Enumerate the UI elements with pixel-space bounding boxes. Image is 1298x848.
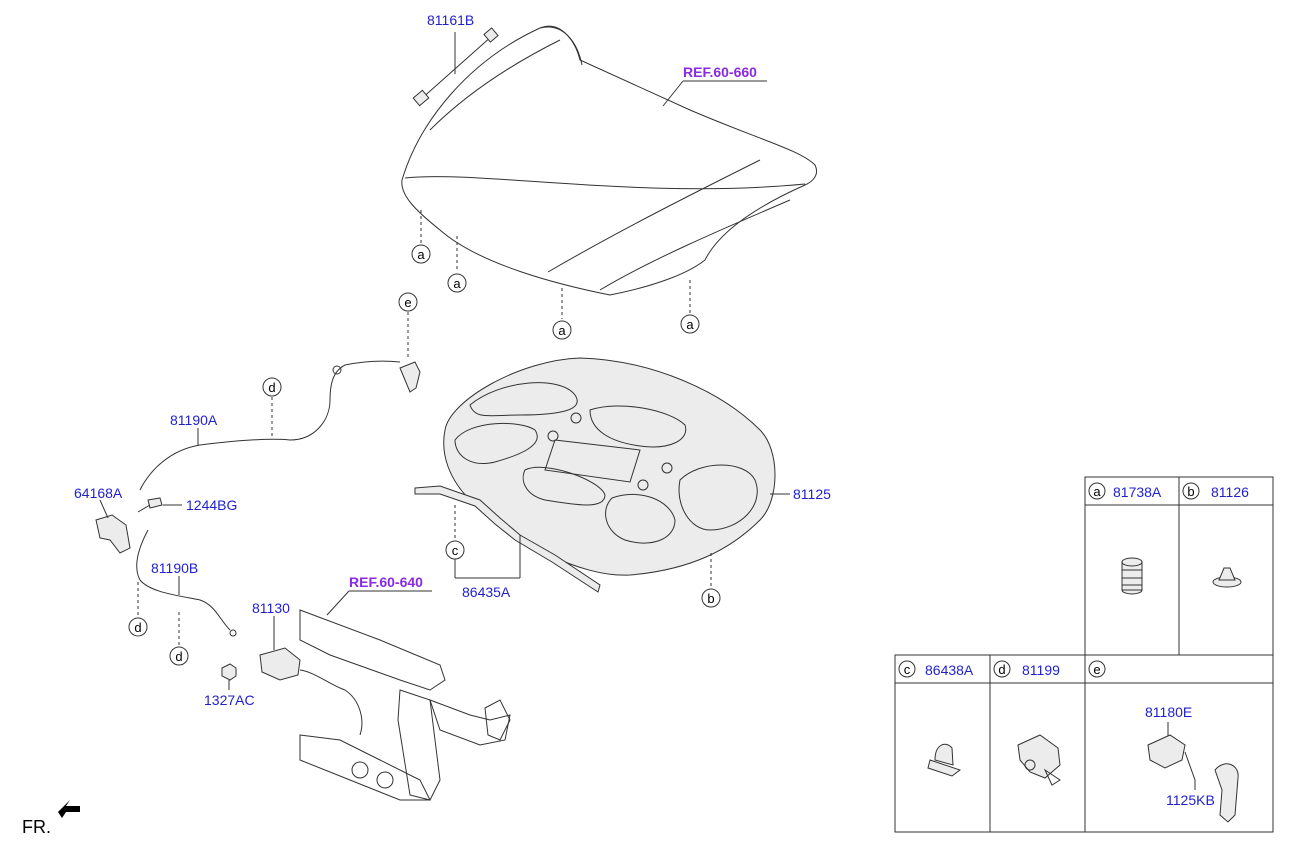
part-64168A-label[interactable]: 64168A — [74, 485, 123, 501]
svg-text:e: e — [1093, 662, 1100, 677]
callout-d-2: d — [128, 617, 148, 637]
svg-text:d: d — [998, 662, 1005, 677]
svg-text:d: d — [175, 649, 182, 664]
svg-text:c: c — [452, 543, 459, 558]
part-86435A-label[interactable]: 86435A — [462, 584, 511, 600]
legend-cell-c: c 86438A — [898, 660, 974, 777]
clip-icon — [1212, 567, 1242, 588]
callout-d-1: d — [262, 377, 282, 397]
callout-e-1: e — [398, 292, 418, 312]
release-cable-front — [139, 360, 401, 491]
cable-clip-icon — [1017, 734, 1061, 786]
svg-text:b: b — [1187, 484, 1194, 499]
callout-b-1: b — [701, 588, 721, 608]
legend-cell-e: e 81180E 1125KB — [1088, 660, 1239, 823]
inside-release-handle — [399, 361, 421, 393]
front-carrier — [299, 609, 511, 801]
part-81130-label[interactable]: 81130 — [252, 600, 290, 616]
svg-text:FR.: FR. — [22, 817, 51, 837]
svg-text:a: a — [1093, 484, 1101, 499]
front-arrow-icon — [58, 800, 80, 818]
seal-clip-icon — [927, 743, 962, 777]
legend-part-86438A[interactable]: 86438A — [925, 662, 974, 678]
svg-text:b: b — [707, 591, 714, 606]
bumper-stop-icon — [1121, 557, 1143, 595]
hood-latch — [259, 647, 363, 736]
svg-text:a: a — [686, 317, 694, 332]
callout-a-1: a — [411, 244, 431, 264]
callout-a-3: a — [552, 320, 572, 340]
part-1244BG-label[interactable]: 1244BG — [186, 497, 237, 513]
svg-text:e: e — [404, 295, 411, 310]
callout-a-2: a — [447, 273, 467, 293]
legend-part-81199[interactable]: 81199 — [1022, 662, 1060, 678]
legend-table — [894, 476, 1274, 833]
legend-cell-a: a 81738A — [1088, 482, 1162, 595]
part-1327AC-label[interactable]: 1327AC — [204, 692, 255, 708]
gas-strut — [412, 27, 499, 107]
front-direction-indicator: FR. — [22, 800, 80, 837]
callout-a-4: a — [680, 314, 700, 334]
ref-carrier-label[interactable]: REF.60-640 — [349, 574, 423, 590]
hood-seal-strip — [414, 485, 601, 593]
svg-text:c: c — [904, 662, 911, 677]
part-81125-label[interactable]: 81125 — [793, 486, 831, 502]
part-81190A-label[interactable]: 81190A — [170, 412, 218, 428]
latch-nut — [221, 663, 237, 681]
svg-text:a: a — [558, 323, 566, 338]
svg-text:d: d — [134, 620, 141, 635]
svg-text:d: d — [268, 380, 275, 395]
hood-panel — [401, 25, 818, 296]
hood-insulator — [443, 357, 776, 576]
ref-hood-label[interactable]: REF.60-660 — [683, 64, 757, 80]
legend-cell-d: d 81199 — [993, 660, 1061, 786]
part-81190B-label[interactable]: 81190B — [151, 560, 198, 576]
legend-part-81126[interactable]: 81126 — [1211, 484, 1249, 500]
legend-cell-b: b 81126 — [1182, 482, 1249, 588]
callout-d-3: d — [169, 646, 189, 666]
legend-part-81738A[interactable]: 81738A — [1113, 484, 1162, 500]
bracket-bolt — [137, 497, 163, 513]
legend-part-81180E[interactable]: 81180E — [1145, 704, 1192, 720]
release-handle-assembly-icon — [1147, 734, 1239, 823]
legend-part-1125KB[interactable]: 1125KB — [1166, 792, 1215, 808]
svg-text:a: a — [453, 276, 461, 291]
callout-c-1: c — [445, 540, 465, 560]
release-cable-rear — [136, 529, 237, 637]
svg-text:a: a — [417, 247, 425, 262]
cable-bracket — [95, 514, 131, 554]
part-81161B-label[interactable]: 81161B — [427, 12, 474, 28]
